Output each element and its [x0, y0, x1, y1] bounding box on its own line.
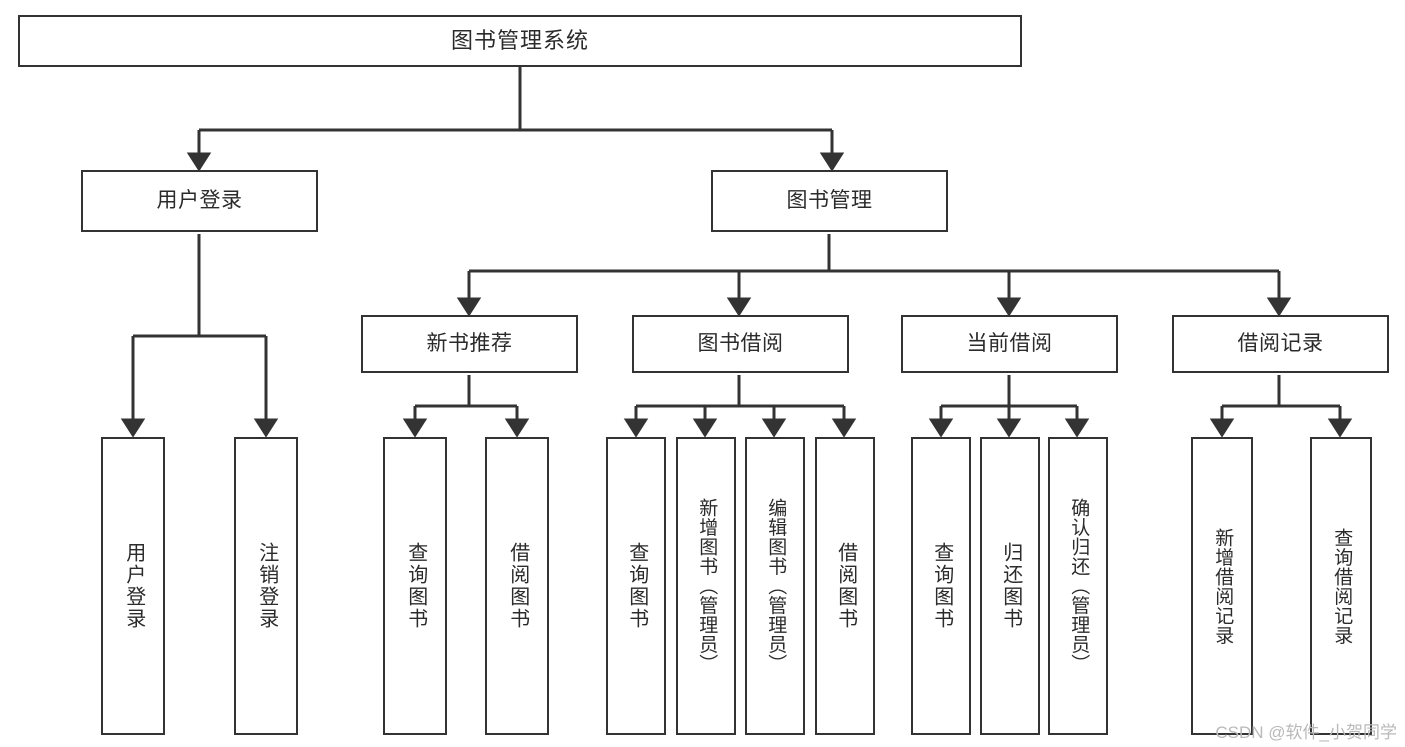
- node-label: 查询图书: [404, 542, 427, 630]
- node-label: 当前借阅: [966, 331, 1053, 355]
- node-label: 用户登录: [156, 188, 243, 212]
- node-current-borrow[interactable]: 当前借阅: [901, 315, 1118, 373]
- node-label: 图书管理: [786, 188, 873, 212]
- leaf-borrow-book-borrow[interactable]: 借阅图书: [815, 437, 875, 735]
- node-label: 新增借阅记录: [1212, 527, 1234, 645]
- leaf-confirm-return-admin[interactable]: 确认归还（管理员）: [1048, 437, 1108, 735]
- leaf-query-book-borrow[interactable]: 查询图书: [606, 437, 666, 735]
- leaf-return-book[interactable]: 归还图书: [980, 437, 1040, 735]
- leaf-add-book-admin[interactable]: 新增图书（管理员）: [676, 437, 736, 735]
- node-label: 查询图书: [930, 542, 953, 630]
- node-label: 新书推荐: [426, 331, 513, 355]
- leaf-query-book-current[interactable]: 查询图书: [911, 437, 971, 735]
- node-label: 用户登录: [122, 542, 145, 630]
- leaf-borrow-book-recommend[interactable]: 借阅图书: [485, 437, 549, 735]
- node-label: 归还图书: [999, 542, 1022, 630]
- node-label: 查询图书: [625, 542, 648, 630]
- csdn-watermark: CSDN @软件_小贺同学: [1215, 723, 1397, 742]
- leaf-logout[interactable]: 注销登录: [234, 437, 298, 735]
- node-label: 借阅记录: [1237, 331, 1324, 355]
- leaf-user-login[interactable]: 用户登录: [101, 437, 165, 735]
- leaf-add-borrow-record[interactable]: 新增借阅记录: [1191, 437, 1253, 735]
- node-user-login[interactable]: 用户登录: [81, 170, 318, 232]
- node-label: 确认归还（管理员）: [1068, 498, 1090, 674]
- node-book-borrow[interactable]: 图书借阅: [632, 315, 849, 373]
- leaf-edit-book-admin[interactable]: 编辑图书（管理员）: [745, 437, 805, 735]
- node-new-book-recommend[interactable]: 新书推荐: [361, 315, 578, 373]
- node-label: 图书借阅: [697, 331, 784, 355]
- node-label: 图书管理系统: [450, 28, 589, 54]
- leaf-query-book-recommend[interactable]: 查询图书: [383, 437, 447, 735]
- node-label: 编辑图书（管理员）: [765, 498, 787, 674]
- node-label: 注销登录: [255, 542, 278, 630]
- node-label: 查询借阅记录: [1331, 527, 1353, 645]
- node-label: 借阅图书: [506, 542, 529, 630]
- node-label: 新增图书（管理员）: [696, 498, 718, 674]
- node-book-manage[interactable]: 图书管理: [711, 170, 948, 232]
- node-label: 借阅图书: [834, 542, 857, 630]
- node-root-system[interactable]: 图书管理系统: [18, 15, 1022, 67]
- leaf-query-borrow-record[interactable]: 查询借阅记录: [1310, 437, 1372, 735]
- node-borrow-record[interactable]: 借阅记录: [1172, 315, 1389, 373]
